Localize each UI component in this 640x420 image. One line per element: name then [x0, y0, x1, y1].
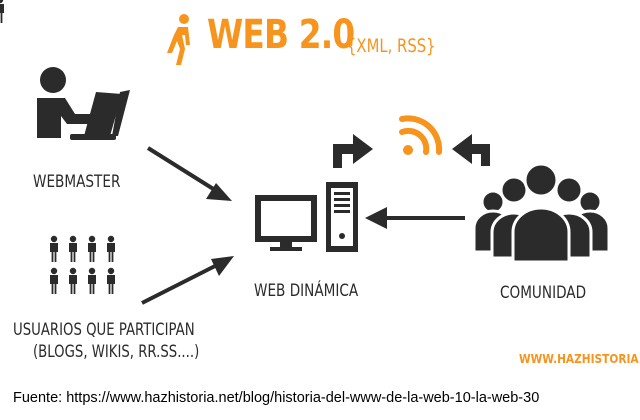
person-laptop-icon	[37, 67, 130, 140]
subtitle: {XML, RSS}	[347, 35, 436, 57]
label-usuarios-line1: USUARIOS QUE PARTICIPAN	[13, 320, 195, 340]
label-comunidad: COMUNIDAD	[500, 283, 587, 303]
arrow-comunidad-to-rss	[452, 134, 490, 166]
arrow-comunidad-to-web	[365, 207, 465, 229]
crowd-icon	[472, 162, 611, 264]
brand-watermark: WWW.HAZHISTORIA.NET	[519, 352, 640, 366]
label-webmaster: WEBMASTER	[33, 172, 121, 192]
label-usuarios-line2: (BLOGS, WIKIS, RR.SS....)	[33, 342, 200, 362]
source-caption: Fuente: https://www.hazhistoria.net/blog…	[13, 390, 540, 406]
rss-icon	[399, 115, 443, 155]
arrow-webmaster-to-web	[146, 146, 232, 201]
arrow-web-to-rss	[333, 134, 373, 168]
people-grid-icon	[0, 0, 115, 294]
label-web-dinamica: WEB DINÁMICA	[254, 281, 359, 301]
arrow-usuarios-to-web	[141, 256, 234, 305]
computer-icon	[255, 182, 358, 252]
title: WEB 2.0	[207, 12, 355, 58]
person-walking-icon	[167, 14, 190, 65]
